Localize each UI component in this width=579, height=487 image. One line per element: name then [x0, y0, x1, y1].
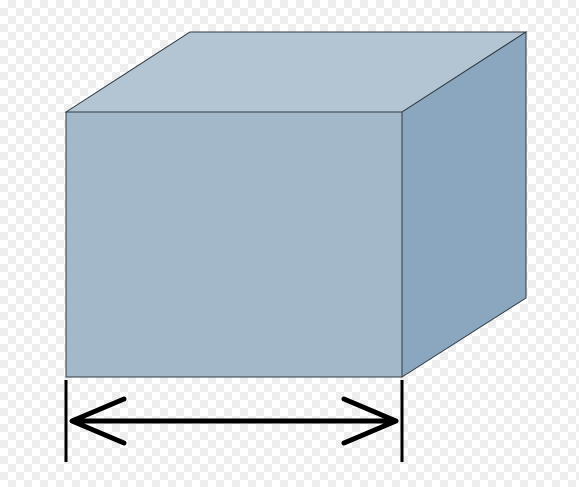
arrowhead-right-icon: [341, 396, 399, 446]
arrowhead-left-icon: [69, 396, 127, 446]
width-dimension-marker: [64, 380, 404, 462]
cube-front-face: [65, 111, 403, 378]
